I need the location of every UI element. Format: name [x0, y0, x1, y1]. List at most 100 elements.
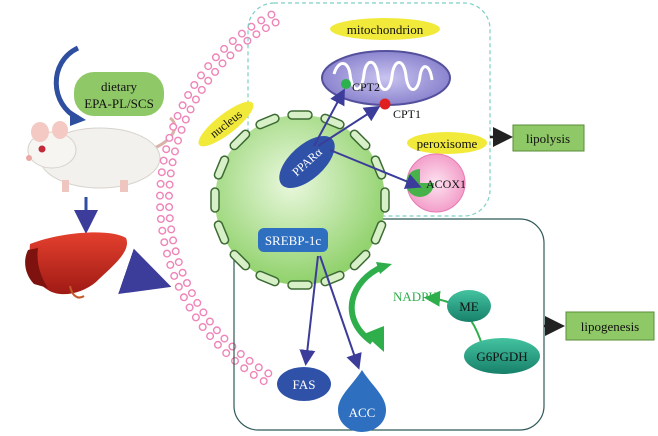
- membrane-bead: [271, 18, 280, 27]
- membrane-bead: [159, 156, 168, 165]
- srebp-to-fas-arrow: [299, 255, 319, 366]
- membrane-bead: [190, 80, 199, 89]
- nuclear-pore: [255, 270, 280, 287]
- me-label: ME: [459, 299, 479, 314]
- cpt2-label: CPT2: [352, 80, 380, 94]
- me-node: [447, 290, 491, 322]
- g6pgdh-node: [464, 338, 540, 374]
- nuclear-pore: [349, 129, 371, 151]
- membrane-bead: [197, 85, 206, 94]
- membrane-bead: [174, 258, 183, 267]
- membrane-bead: [206, 332, 215, 341]
- nuclear-pore: [229, 249, 251, 271]
- nuclear-pore: [287, 280, 313, 290]
- cpt1-dot: [379, 98, 391, 110]
- ppara-to-cpt2-arrow: [313, 88, 345, 147]
- nadph-label: NADPH: [393, 289, 438, 304]
- membrane-bead: [167, 225, 176, 234]
- membrane-bead: [205, 317, 214, 326]
- membrane-bead: [162, 145, 171, 154]
- nuclear-pore: [349, 249, 371, 271]
- acox1-label: ACOX1: [426, 177, 466, 191]
- nuclear-pore: [287, 110, 313, 120]
- membrane-bead: [186, 105, 195, 114]
- membrane-bead: [247, 22, 256, 31]
- nuclear-pores: [210, 110, 390, 290]
- membrane-bead: [158, 226, 167, 235]
- membrane-bead: [185, 303, 194, 312]
- srebp-label: SREBP-1c: [265, 233, 322, 248]
- membrane-bead: [173, 136, 182, 145]
- nuclear-pore: [380, 187, 390, 213]
- lipogenesis-region-box: [233, 218, 545, 431]
- mito-cristae: [332, 60, 434, 91]
- dietary-pill: [74, 72, 164, 116]
- srebp-to-acc-arrow: [319, 255, 362, 370]
- membrane-bead: [156, 203, 165, 212]
- nuclear-pore: [320, 113, 345, 130]
- membrane-bead: [204, 62, 213, 71]
- nuclear-pore: [320, 270, 345, 287]
- lipolysis-box: [512, 124, 585, 152]
- membrane-bead: [226, 51, 235, 60]
- membrane-bead: [249, 370, 258, 379]
- mitochondrion: mitochondrion CPT2 CPT1: [321, 18, 451, 121]
- membrane-bead: [168, 158, 177, 167]
- membrane-bead: [162, 249, 171, 258]
- mitochondrion-label: mitochondrion: [347, 22, 424, 37]
- membrane-bead: [213, 340, 222, 349]
- membrane-bead: [220, 44, 229, 53]
- liver-to-cell-arrow: [118, 248, 172, 294]
- membrane-bead: [165, 202, 174, 211]
- nuclear-pore: [213, 220, 230, 245]
- membrane-bead: [179, 293, 188, 302]
- cpt2-dot: [341, 79, 351, 89]
- acc-label: ACC: [349, 405, 376, 420]
- acc-node: [338, 370, 386, 432]
- membrane-bead: [236, 350, 245, 359]
- srebp-node: [258, 228, 328, 252]
- membrane-bead: [196, 71, 205, 80]
- g6pgdh-label: G6PGDH: [476, 349, 527, 364]
- membrane-bead: [181, 115, 190, 124]
- membrane-bead: [228, 37, 237, 46]
- membrane-bead: [187, 289, 196, 298]
- ppara-node: PPARα: [279, 135, 335, 189]
- membrane-bead: [218, 59, 227, 68]
- membrane-bead: [169, 122, 178, 131]
- membrane-bead: [211, 53, 220, 62]
- liver-image: [25, 232, 128, 299]
- curved-arrow: [53, 45, 80, 121]
- membrane-bead: [166, 260, 175, 269]
- epa-label: EPA-PL/SCS: [84, 96, 154, 111]
- membrane-bead: [245, 356, 254, 365]
- membrane-bead: [261, 24, 270, 33]
- nadph-cycle-arrow: [348, 263, 386, 345]
- membrane-bead: [171, 247, 180, 256]
- ppara-to-cpt1-arrow: [317, 105, 381, 147]
- membrane-bead: [184, 90, 193, 99]
- dietary-label: dietary: [101, 79, 138, 94]
- membrane-bead: [257, 16, 266, 25]
- membrane-bead: [222, 349, 231, 358]
- membrane-bead: [211, 67, 220, 76]
- fas-label: FAS: [293, 377, 316, 392]
- membrane-bead: [182, 279, 191, 288]
- membrane-bead: [204, 76, 213, 85]
- membrane-bead: [191, 313, 200, 322]
- membrane-bead: [198, 323, 207, 332]
- membrane-bead: [234, 43, 243, 52]
- lipolysis-label: lipolysis: [526, 131, 570, 146]
- lipogenesis-label: lipogenesis: [581, 319, 640, 334]
- nucleus: [210, 110, 390, 290]
- rat-image: [26, 116, 177, 192]
- nuclear-pore: [210, 187, 220, 213]
- membrane-bead: [157, 168, 166, 177]
- peroxisome: peroxisome ACOX1: [406, 132, 487, 213]
- membrane-bead: [156, 179, 165, 188]
- membrane-bead: [155, 191, 164, 200]
- membrane-bead: [254, 363, 263, 372]
- nuclear-pore: [229, 129, 251, 151]
- membrane-bead: [252, 30, 261, 39]
